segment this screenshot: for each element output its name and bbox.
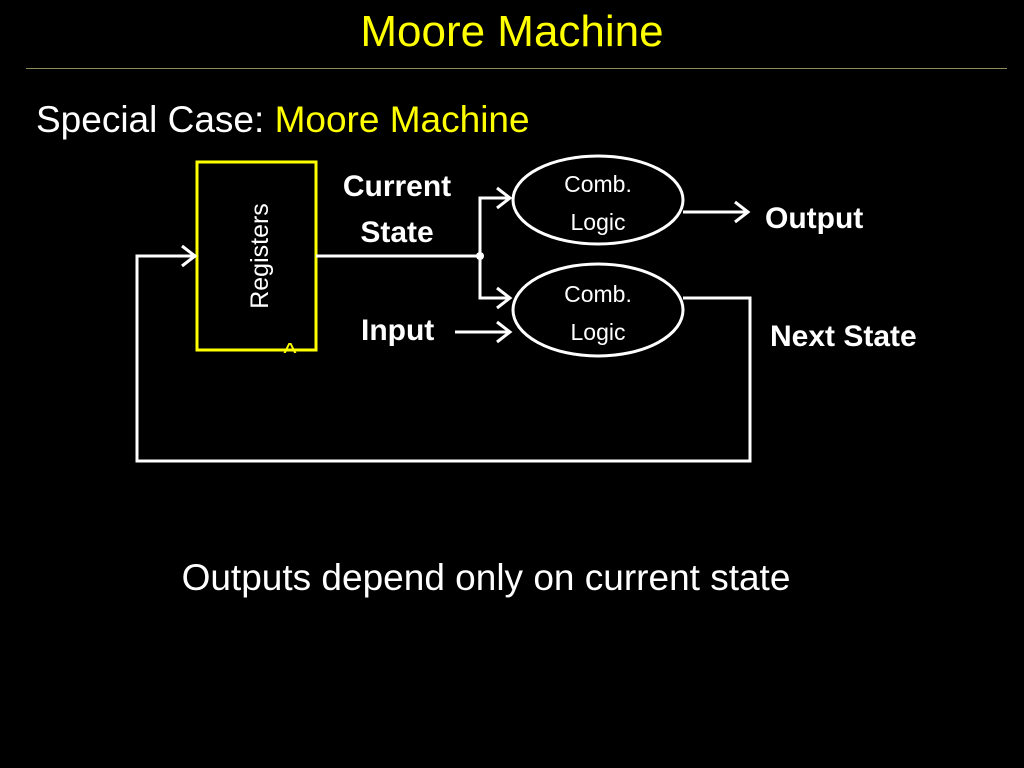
caption: Outputs depend only on current state: [181, 557, 791, 598]
current-state-label-line1: Current: [343, 170, 451, 203]
next-state-label: Next State: [770, 320, 917, 353]
feedback-arrowhead: [181, 244, 198, 268]
comb-logic-output-line1: Comb.: [564, 171, 632, 197]
comb-logic-output: [511, 154, 685, 246]
current-state-label-line2: State: [360, 216, 433, 249]
comb-logic-next-state-line1: Comb.: [564, 281, 632, 307]
comb-logic-output-line2: Logic: [571, 209, 626, 235]
section-heading: Special Case: Moore Machine: [36, 96, 530, 144]
clock-marker: ^: [283, 337, 296, 368]
branch-arrow-lower: [496, 286, 513, 310]
branch-to-output-logic: [478, 196, 510, 256]
heading-prefix: Special Case:: [36, 99, 275, 140]
slide-title: Moore Machine: [360, 7, 664, 56]
input-label: Input: [361, 314, 434, 347]
output-arrowhead: [734, 200, 751, 224]
title-divider: [26, 68, 1007, 69]
branch-arrow-upper: [496, 186, 513, 210]
heading-highlight: Moore Machine: [274, 99, 530, 140]
comb-logic-next-state-line2: Logic: [571, 319, 626, 345]
next-state-feedback-wire: [135, 254, 752, 463]
output-label: Output: [765, 202, 863, 235]
register-label: Registers: [246, 203, 274, 309]
comb-logic-next-state: [511, 262, 685, 358]
branch-to-next-state-logic: [478, 256, 510, 300]
input-arrowhead: [496, 320, 513, 344]
